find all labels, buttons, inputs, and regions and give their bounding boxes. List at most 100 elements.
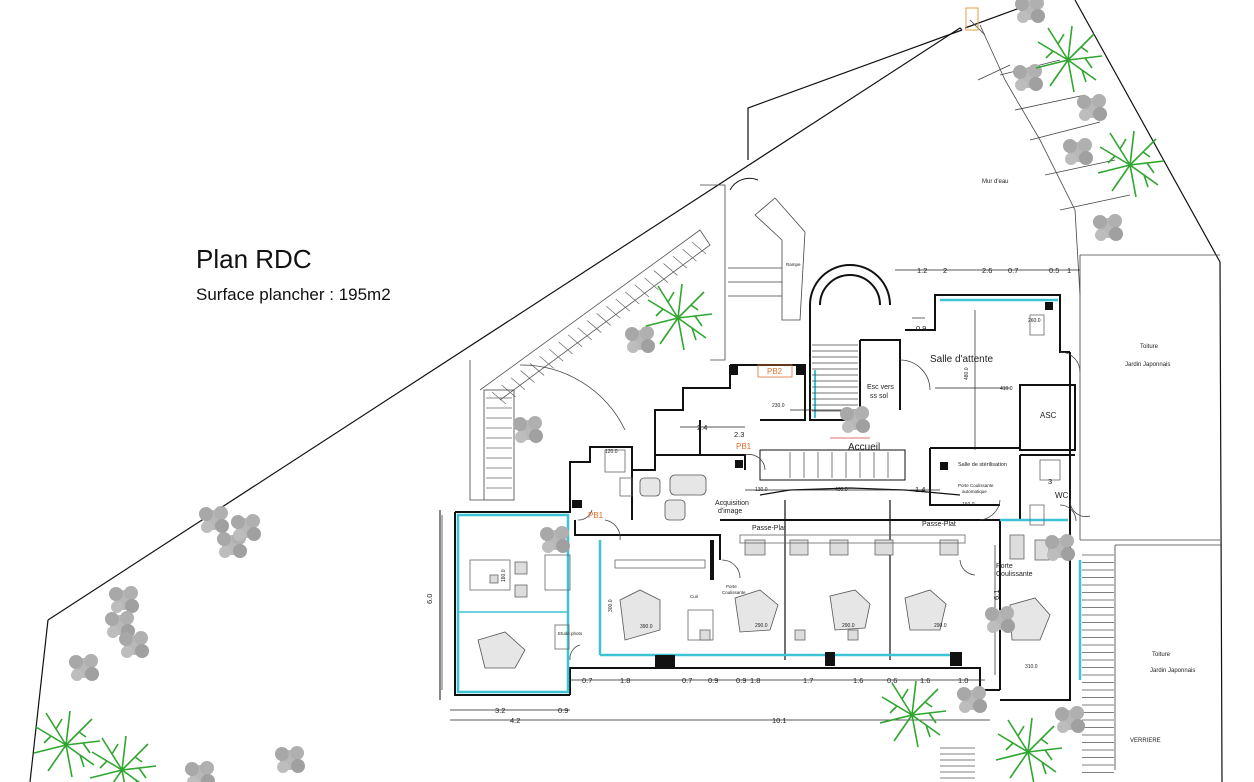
ramp-step (615, 298, 631, 312)
meas-8: 290.0 (842, 623, 855, 629)
shrubs (69, 0, 1123, 782)
door-swings (519, 351, 1091, 661)
dim-lowest-0: 4.2 (510, 716, 520, 725)
measurement-texts: 260.0 410.0 230.0 480.0 400.0 130.0 290.… (501, 318, 1041, 670)
label-esc-1: Esc vers (867, 384, 894, 391)
dim-mid-3: 0.9 (916, 324, 926, 333)
gate-arc (729, 177, 759, 191)
door-orange (965, 7, 979, 31)
meas-3: 230.0 (772, 403, 785, 409)
label-sterilisation: Salle de stérilisation (958, 462, 1007, 468)
label-pb1: PB1 (736, 442, 752, 451)
ramp-step (682, 248, 697, 262)
label-etude: Etude photo (558, 631, 583, 636)
dim-mid-0: 2.4 (697, 423, 707, 432)
label-asc: ASC (1040, 411, 1057, 420)
garden-terraces (969, 19, 1222, 770)
meas-11: 390.0 (640, 624, 653, 630)
meas-14: 160.0 (962, 502, 975, 508)
dim-bottom-4: 0.9 (736, 676, 746, 685)
ramp-step (653, 270, 669, 283)
ramp-step (596, 313, 611, 326)
meas-4: 480.0 (964, 367, 970, 380)
dim-bottom-0: 0.7 (582, 676, 592, 685)
dim-top-3: 0.7 (1008, 266, 1018, 275)
label-pb2: PB2 (767, 367, 783, 376)
label-passe-plat-1: Passe-Plat (752, 525, 786, 532)
meas-15: 180.0 (501, 569, 507, 582)
dim-top-1: 2 (943, 266, 947, 275)
dim-lower-0: 3.2 (495, 706, 505, 715)
label-cuir: Cuir (690, 594, 699, 599)
ramp-step (520, 370, 535, 383)
verriere-steps (940, 554, 1114, 779)
title-block: Plan RDC Surface plancher : 195m2 (196, 244, 391, 305)
meas-5: 400.0 (835, 487, 848, 493)
ramp-step (587, 320, 602, 333)
ramp-step (634, 284, 650, 298)
label-jardin-1: Jardin Japonnais (1125, 362, 1170, 368)
meas-7: 290.0 (755, 623, 768, 629)
center-stair (789, 344, 889, 478)
dim-top-0: 1.2 (917, 266, 927, 275)
site-boundary (29, 0, 1223, 782)
dim-bottom-6: 1.7 (803, 676, 813, 685)
dimension-texts: 1.2 2 2.6 0.7 0.5 1 0.7 1.8 0.7 0.9 0.9 … (425, 266, 1071, 725)
ramp-step (577, 327, 592, 340)
ramp-step (510, 377, 526, 390)
label-porte-coulissante-1: Porte (996, 563, 1013, 570)
plan-title: Plan RDC (196, 244, 312, 274)
dim-bottom-7: 1.6 (853, 676, 863, 685)
dim-top-4: 0.5 (1049, 266, 1059, 275)
room-labels: Salle d'attente Esc vers ss sol Accueil … (558, 179, 1195, 744)
ramp-step (501, 384, 516, 398)
dimension-lines (441, 269, 1080, 721)
label-esc-2: ss sol (870, 393, 888, 400)
pb2-box (757, 364, 793, 378)
label-salle-attente: Salle d'attente (930, 354, 994, 365)
plan-subtitle: Surface plancher : 195m2 (196, 285, 391, 304)
label-wc: WC (1055, 491, 1069, 500)
dim-top-5: 1 (1067, 266, 1071, 275)
meas-12: 300.0 (608, 599, 614, 612)
label-verriere: VERRIERE (1130, 738, 1161, 744)
label-pb1b: PB1 (588, 511, 604, 520)
label-jardin-2: Jardin Japonnais (1150, 668, 1195, 674)
dim-right-vertical: 6.1 (992, 590, 1001, 600)
meas-2: 410.0 (1000, 386, 1013, 392)
dim-lower-1: 0.9 (558, 706, 568, 715)
ramp-steps (486, 241, 707, 489)
dental-chairs (477, 474, 1051, 669)
dim-bottom-10: 1.0 (958, 676, 968, 685)
meas-9: 290.0 (934, 623, 947, 629)
dim-bottom-1: 1.8 (620, 676, 630, 685)
label-mur-eau: Mur d'eau (982, 179, 1009, 185)
meas-1: 260.0 (1028, 318, 1041, 324)
ramp-hatch (479, 229, 711, 401)
label-porte-coulissante-2: Coulissante (996, 571, 1033, 578)
ramp-step (672, 256, 688, 269)
label-rampe: Rampe (786, 262, 801, 267)
dim-mid-2: 1.4 (915, 485, 925, 494)
label-acquisition-2: d'image (718, 508, 742, 515)
meas-6: 130.0 (755, 487, 768, 493)
ramp-step (539, 356, 554, 369)
ramp-step (548, 348, 564, 362)
ramp-step (558, 341, 573, 355)
dim-bottom-8: 0.6 (887, 676, 897, 685)
meas-10: 310.0 (1025, 664, 1038, 670)
label-toiture-2: Toiture (1152, 652, 1171, 658)
ramp-step (567, 334, 583, 348)
dim-mid-4: 3 (1048, 477, 1052, 486)
dim-bottom-3: 0.9 (708, 676, 718, 685)
label-toiture-1: Toiture (1140, 344, 1159, 350)
room-furniture (469, 314, 1061, 650)
dim-left-vertical: 6.0 (425, 594, 434, 604)
dim-bottom-9: 1.6 (920, 676, 930, 685)
label-porte-small-1: Porte (726, 584, 737, 589)
dim-bottom-5: 1.8 (750, 676, 760, 685)
dim-top-2: 2.6 (982, 266, 992, 275)
ramp-step (663, 263, 678, 276)
ramp-step (625, 291, 640, 305)
